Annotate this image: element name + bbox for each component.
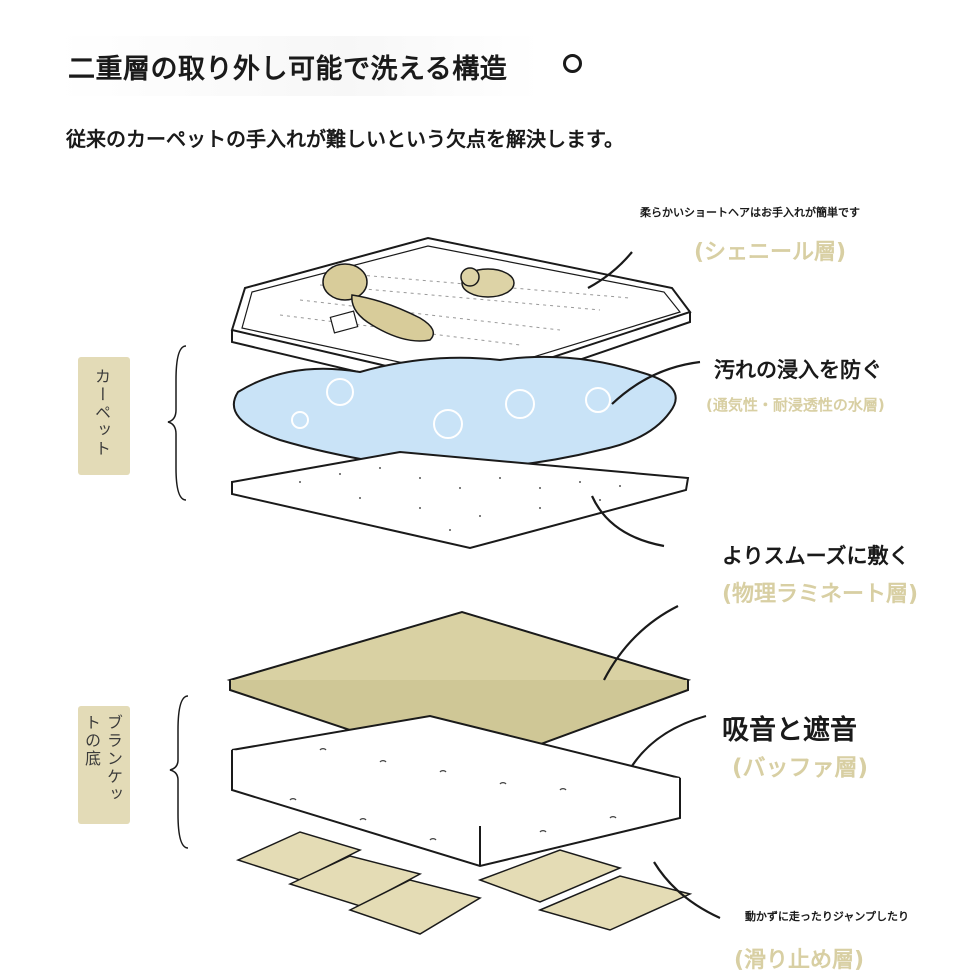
leader-line-3 — [590, 495, 665, 548]
anti-slip-layer — [235, 831, 693, 935]
laminate-layer — [231, 450, 690, 550]
tag-water: (通気性・耐浸透性の水層) — [706, 396, 885, 414]
caption-buffer: 吸音と遮音 — [722, 715, 857, 746]
tag-chenille: (シェニール層) — [694, 240, 847, 265]
leader-line-5 — [631, 714, 707, 767]
tag-laminate: (物理ラミネート層) — [722, 582, 919, 607]
title-band — [56, 36, 540, 96]
side-label-carpet: カーペット — [92, 368, 111, 458]
caption-chenille: 柔らかいショートヘアはお手入れが簡単です — [640, 206, 860, 219]
carpet-brace — [167, 345, 187, 501]
page-subtitle: 従来のカーペットの手入れが難しいという欠点を解決します。 — [66, 127, 624, 151]
blanket-brace — [169, 695, 189, 849]
caption-water: 汚れの浸入を防ぐ — [714, 358, 882, 382]
leader-line-2 — [611, 360, 701, 405]
caption-anti-slip: 動かずに走ったりジャンプしたり — [744, 910, 910, 923]
water-layer — [232, 355, 677, 472]
ring-icon — [563, 54, 582, 73]
chenille-layer — [230, 236, 692, 400]
leader-line-1 — [587, 251, 633, 289]
buffer-layer — [231, 714, 681, 868]
page-title: 二重層の取り外し可能で洗える構造 — [68, 54, 508, 85]
side-label-blanket-box — [78, 706, 130, 824]
leader-line-6 — [653, 861, 721, 920]
tag-buffer: (バッファ層) — [732, 755, 869, 781]
tag-anti-slip: (滑り止め層) — [734, 948, 865, 973]
side-label-blanket: ブランケットの底 — [82, 714, 123, 804]
side-label-carpet-box — [78, 357, 130, 475]
caption-laminate: よりスムーズに敷く — [722, 544, 910, 568]
leader-line-4 — [603, 605, 679, 681]
